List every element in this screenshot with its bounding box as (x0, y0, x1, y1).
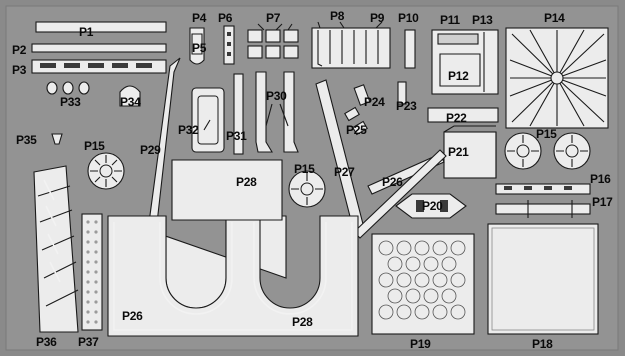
part-p23 (397, 81, 407, 105)
label-p19: P19 (410, 337, 431, 351)
label-p8: P8 (330, 9, 345, 23)
label-p15-right: P15 (536, 127, 557, 141)
label-p5: P5 (192, 41, 207, 55)
label-p16: P16 (590, 172, 611, 186)
label-p26: P26 (122, 309, 143, 323)
part-p34 (119, 85, 141, 107)
label-p15-center: P15 (294, 162, 315, 176)
label-p13: P13 (472, 13, 493, 27)
label-p32: P32 (178, 123, 199, 137)
part-p28 (107, 159, 359, 337)
label-p34: P34 (120, 95, 141, 109)
label-p7: P7 (266, 11, 281, 25)
label-p24: P24 (364, 95, 385, 109)
part-p5 (191, 33, 203, 55)
part-p19 (371, 233, 475, 335)
part-p22 (427, 107, 499, 123)
part-p17 (495, 200, 591, 218)
label-p4: P4 (192, 11, 207, 25)
label-p14: P14 (544, 11, 565, 25)
part-p7 (247, 23, 299, 59)
part-p2 (31, 43, 167, 53)
label-p36: P36 (36, 335, 57, 349)
part-p20 (395, 193, 467, 219)
part-p15-left (87, 152, 125, 190)
part-p15-center (288, 170, 326, 208)
part-p3-slots (40, 63, 152, 68)
part-p10 (404, 29, 416, 69)
part-p21 (443, 125, 497, 179)
part-p18-inner (491, 227, 595, 331)
part-p1 (35, 21, 167, 33)
label-p21: P21 (448, 145, 469, 159)
label-p27: P27 (334, 165, 355, 179)
label-p31: P31 (226, 129, 247, 143)
label-p28-top: P28 (236, 175, 257, 189)
label-p30: P30 (266, 89, 287, 103)
leader-lines (203, 103, 289, 131)
label-p26-small: P26 (382, 175, 403, 189)
part-p24 (353, 84, 371, 106)
part-p33 (46, 81, 90, 95)
label-p35: P35 (16, 133, 37, 147)
label-p22: P22 (446, 111, 467, 125)
label-p9: P9 (370, 11, 385, 25)
label-p20: P20 (422, 199, 443, 213)
part-p36 (33, 165, 79, 333)
part-p31 (233, 73, 244, 155)
part-p30 (255, 71, 299, 153)
label-p25: P25 (346, 123, 367, 137)
label-p37: P37 (78, 335, 99, 349)
label-p6: P6 (218, 11, 233, 25)
label-p33: P33 (60, 95, 81, 109)
label-p23: P23 (396, 99, 417, 113)
label-p3: P3 (12, 63, 27, 77)
label-p12: P12 (448, 69, 469, 83)
label-p15-left: P15 (84, 139, 105, 153)
part-p18 (487, 223, 599, 335)
part-p35 (51, 133, 63, 145)
part-p16 (495, 183, 591, 195)
label-p29: P29 (140, 143, 161, 157)
part-p11-p13 (431, 29, 499, 95)
part-p15-right (504, 132, 591, 170)
label-p18: P18 (532, 337, 553, 351)
part-p25 (344, 106, 368, 136)
part-p14 (505, 27, 609, 129)
part-p8-p9 (311, 21, 391, 69)
label-p2: P2 (12, 43, 27, 57)
part-p6-holes (227, 32, 231, 56)
label-p11: P11 (440, 13, 460, 27)
label-p1: P1 (79, 25, 94, 39)
label-p10: P10 (398, 11, 419, 25)
part-p32 (191, 87, 225, 153)
label-p17: P17 (592, 195, 613, 209)
label-p28-bottom: P28 (292, 315, 313, 329)
part-p37 (81, 213, 103, 331)
